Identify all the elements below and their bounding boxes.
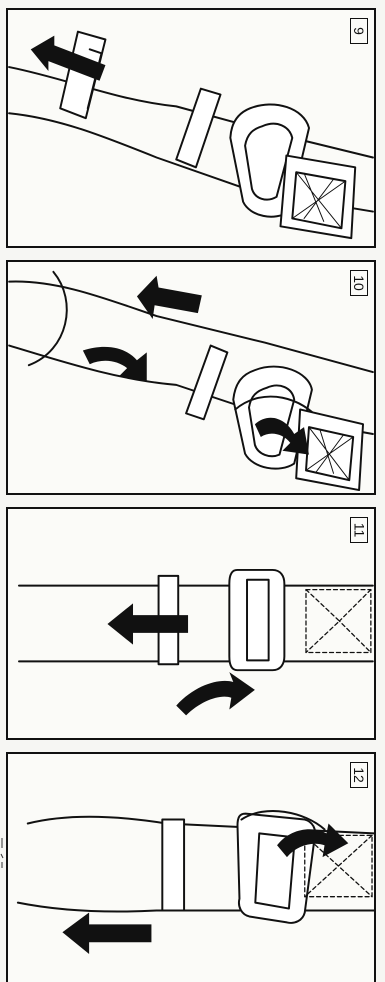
step-number-badge: 10 bbox=[350, 270, 368, 296]
step-10-panel: 10 bbox=[6, 260, 376, 495]
rotate-arrow-icon bbox=[83, 347, 147, 382]
step-11-illustration bbox=[8, 509, 374, 738]
step-9-illustration bbox=[8, 10, 374, 246]
step-10-illustration bbox=[8, 262, 374, 493]
step-number: 12 bbox=[352, 767, 366, 783]
step-number-badge: 11 bbox=[350, 517, 368, 543]
step-11-panel: 11 bbox=[6, 507, 376, 740]
rotate-arrow-icon bbox=[176, 672, 255, 715]
step-9-panel: 9 bbox=[6, 8, 376, 248]
step-number: 11 bbox=[352, 523, 366, 538]
step-number-badge: 12 bbox=[350, 762, 368, 788]
step-number: 10 bbox=[352, 275, 366, 291]
step-number-badge: 9 bbox=[350, 18, 368, 44]
step-12-illustration bbox=[8, 754, 374, 982]
step-number: 9 bbox=[352, 27, 366, 35]
step-12-panel: 12 bbox=[6, 752, 376, 982]
margin-mark bbox=[0, 838, 5, 868]
pull-arrow-icon bbox=[62, 913, 151, 955]
